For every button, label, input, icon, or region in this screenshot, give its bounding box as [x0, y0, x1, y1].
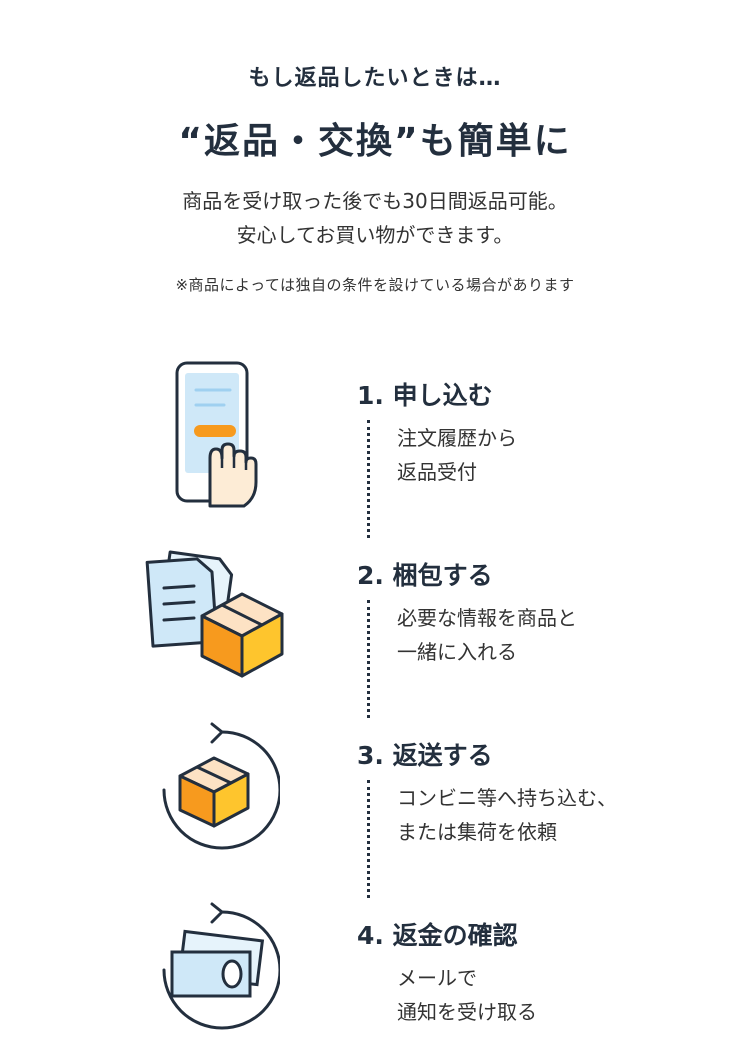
step-2-description: 必要な情報を商品と 一緒に入れる	[397, 601, 577, 669]
step-1-line-1: 注文履歴から	[397, 426, 517, 450]
step-3-title: 3. 返送する	[357, 741, 493, 770]
step-1-title: 1. 申し込む	[357, 381, 493, 410]
step-2-line-1: 必要な情報を商品と	[397, 606, 577, 630]
step-3-line-2: または集荷を依頼	[397, 820, 557, 844]
step-4-title: 4. 返金の確認	[357, 921, 518, 950]
step-1-description: 注文履歴から 返品受付	[397, 421, 517, 489]
description-line-2: 安心してお買い物ができます。	[236, 223, 514, 247]
intro-description: 商品を受け取った後でも30日間返品可能。 安心してお買い物ができます。	[0, 184, 750, 252]
step-1-line-2: 返品受付	[397, 460, 477, 484]
phone-tap-icon	[175, 361, 258, 508]
step-4-line-2: 通知を受け取る	[397, 1000, 537, 1024]
step-3-line-1: コンビニ等へ持ち込む、	[397, 786, 617, 810]
step-connector-1	[367, 420, 370, 538]
description-line-1: 商品を受け取った後でも30日間返品可能。	[182, 189, 568, 213]
step-3-description: コンビニ等へ持ち込む、 または集荷を依頼	[397, 781, 617, 849]
intro-note: ※商品によっては独自の条件を設けている場合があります	[175, 276, 575, 294]
page-title: “返品・交換”も簡単に	[178, 121, 572, 162]
intro-lead: もし返品したいときは…	[248, 66, 502, 91]
step-connector-2	[367, 600, 370, 718]
documents-box-icon	[145, 550, 284, 678]
step-2-title: 2. 梱包する	[357, 561, 493, 590]
step-4-line-1: メールで	[397, 966, 477, 990]
money-return-icon	[162, 902, 280, 1030]
step-connector-3	[367, 780, 370, 898]
box-return-icon	[162, 722, 280, 850]
step-2-line-2: 一緒に入れる	[397, 640, 517, 664]
step-4-description: メールで 通知を受け取る	[397, 961, 537, 1029]
